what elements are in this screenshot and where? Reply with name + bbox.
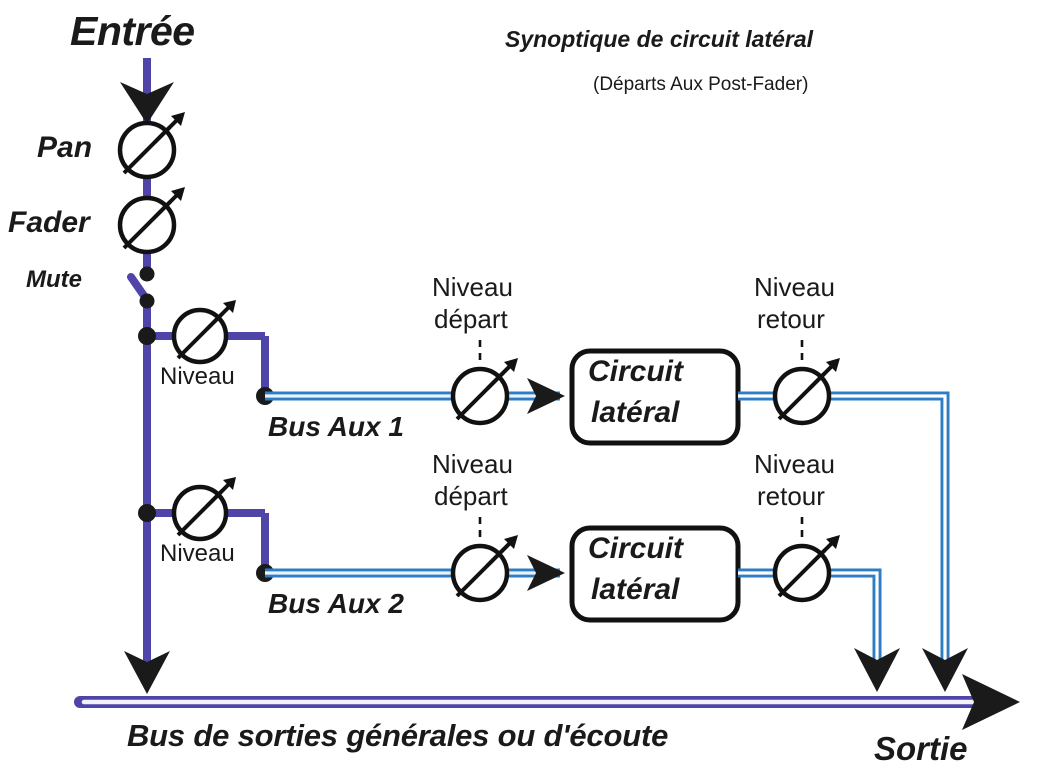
aux1-level-pot-arrow-shaft [205,302,234,331]
aux2-level-pot-arrow-shaft [205,479,234,508]
page-title: Synoptique de circuit latéral [505,26,814,52]
mute-contact-lower [139,293,155,309]
fader-pot-group [117,187,185,255]
aux2-send-level-label-line2: départ [434,481,508,511]
pan-pot-arrow-shaft [152,115,182,145]
aux-bus-2-line [265,555,565,591]
aux1-send-pot-arrow-shaft [485,361,515,391]
page-subtitle: (Départs Aux Post-Fader) [593,74,809,95]
output-bus-label: Bus de sorties générales ou d'écoute [127,718,669,753]
circuit-lateral-1-line2: latéral [591,396,680,429]
pan-pot-group [117,112,185,180]
mute-label: Mute [26,266,82,293]
aux1-return-pot-group [772,340,840,426]
aux2-return-pot-arrow-head [826,535,840,549]
input-label: Entrée [70,8,195,54]
aux2-send-pot-group [450,517,518,603]
aux-bus-1-line [265,378,565,414]
aux1-tap-node [138,327,156,345]
circuit-lateral-1-line1: Circuit [588,355,684,388]
aux1-level-pot-arrow-head [223,300,236,313]
aux1-return-pot-arrow-head [826,358,840,372]
circuit-lateral-2-line2: latéral [591,573,680,606]
fader-label: Fader [8,206,90,239]
output-bus-line [74,674,1020,730]
fader-pot-arrow-head [171,187,185,201]
aux2-level-label: Niveau [160,540,235,567]
aux2-send-pot-arrow-head [504,535,518,549]
aux2-send-arrowhead-icon [527,555,565,591]
aux2-return-pot-group [772,517,840,603]
aux1-return-pot-arrow-shaft [807,361,837,391]
aux2-level-pot-arrow-head [223,477,236,490]
output-arrowhead-icon [962,674,1020,730]
mute-contact-upper [139,266,155,282]
aux1-return-level-label-line2: retour [757,304,825,334]
aux2-send-pot-arrow-shaft [485,538,515,568]
pan-pot-arrow-head [171,112,185,126]
aux1-return-level-label-line1: Niveau [754,272,835,302]
aux2-return-level-label-line2: retour [757,481,825,511]
aux-return-1-line [738,391,968,692]
aux2-send-level-label-line1: Niveau [432,449,513,479]
input-arrowhead-icon [120,82,174,124]
bus-aux-1-label: Bus Aux 1 [268,411,404,442]
output-label: Sortie [874,730,968,767]
circuit-lateral-2-line1: Circuit [588,532,684,565]
aux1-level-label: Niveau [160,363,235,390]
bus-aux-2-label: Bus Aux 2 [268,588,404,619]
aux2-tap-node [138,504,156,522]
aux1-return-arrowhead-icon [922,648,968,692]
aux1-return-outer [738,391,950,660]
aux2-return-level-label-line1: Niveau [754,449,835,479]
aux1-send-arrowhead-icon [527,378,565,414]
aux2-return-arrowhead-icon [854,648,900,692]
channel-to-bus-arrowhead-icon [124,651,170,694]
pan-label: Pan [37,131,93,164]
aux1-return-inner [738,394,947,660]
fader-pot-arrow-shaft [152,190,182,220]
aux1-send-level-label-line2: départ [434,304,508,334]
aux2-return-pot-arrow-shaft [807,538,837,568]
aux1-send-level-label-line1: Niveau [432,272,513,302]
aux1-send-pot-group [450,340,518,426]
aux1-send-pot-arrow-head [504,358,518,372]
